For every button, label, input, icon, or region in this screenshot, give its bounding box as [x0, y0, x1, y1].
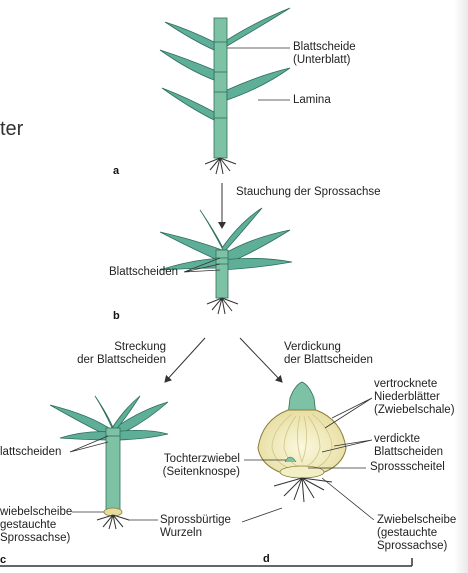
label-verdickte: verdickte Blattscheiden [374, 433, 443, 459]
label-zwiebelscheibe-c: wiebelscheibe gestauchte Sprossachse) [0, 506, 72, 545]
label-streckung-line1: Streckung [114, 341, 166, 353]
label-zwiebelscheibe-c-line1: wiebelscheibe [0, 506, 73, 518]
slide-text-fragment: ter [0, 118, 24, 140]
label-streckung: Streckung der Blattscheiden [58, 341, 166, 367]
label-vertrocknete-line1: vertrocknete [374, 378, 438, 390]
label-zwiebelscheibe-d-line3: Sprossachse) [377, 540, 448, 552]
label-zwiebelscheibe-d: Zwiebelscheibe (gestauchte Sprossachse) [377, 514, 456, 553]
panel-label-b: b [113, 310, 120, 322]
shoot-b [159, 207, 293, 315]
label-verdickung: Verdickung der Blattscheiden [284, 341, 373, 367]
label-blattscheide-line1: Blattscheide [293, 41, 356, 53]
label-vertrocknete-line2: Niederblätter [374, 391, 440, 403]
label-blattscheiden-b: Blattscheiden [109, 266, 179, 278]
label-tochterzwiebel-line1: Tochterzwiebel [163, 453, 240, 465]
label-sprossscheitel: Sprossscheitel [370, 461, 445, 473]
label-verdickte-line1: verdickte [374, 433, 421, 445]
arrow-verdickung [239, 337, 283, 383]
arrow-streckung [164, 337, 206, 383]
label-zwiebelscheibe-c-line3: Sprossachse) [0, 532, 71, 544]
label-verdickte-line2: Blattscheiden [374, 446, 444, 458]
label-lamina: Lamina [293, 94, 331, 106]
label-sprossbuertige-line2: Wurzeln [160, 527, 202, 539]
shoot-c [49, 395, 169, 530]
label-blattscheide-line2: (Unterblatt) [293, 54, 351, 66]
label-vertrocknete: vertrocknete Niederblätter (Zwiebelschal… [374, 378, 455, 417]
label-zwiebelscheibe-d-line1: Zwiebelscheibe [377, 514, 457, 526]
label-verdickung-line1: Verdickung [284, 341, 341, 353]
panel-label-c: c [0, 554, 7, 566]
slide-edge-shadow [454, 0, 468, 573]
panel-label-a: a [113, 165, 120, 177]
panel-label-d: d [263, 553, 270, 565]
label-sprossbuertige: Sprossbürtige Wurzeln [160, 514, 231, 540]
label-tochterzwiebel: Tochterzwiebel (Seitenknospe) [140, 453, 240, 479]
label-verdickung-line2: der Blattscheiden [284, 354, 373, 366]
label-stauchung: Stauchung der Sprossachse [236, 186, 381, 198]
label-zwiebelscheibe-d-line2: (gestauchte [377, 527, 438, 539]
label-streckung-line2: der Blattscheiden [77, 354, 166, 366]
label-sprossbuertige-line1: Sprossbürtige [160, 514, 231, 526]
label-zwiebelscheibe-c-line2: gestauchte [0, 519, 57, 531]
label-blattscheiden-c: lattscheiden [0, 446, 62, 458]
label-tochterzwiebel-line2: (Seitenknospe) [162, 466, 240, 478]
bulb-d [257, 381, 347, 503]
shoot-a [159, 7, 291, 175]
label-vertrocknete-line3: (Zwiebelschale) [374, 404, 455, 416]
label-blattscheide: Blattscheide (Unterblatt) [293, 41, 356, 67]
